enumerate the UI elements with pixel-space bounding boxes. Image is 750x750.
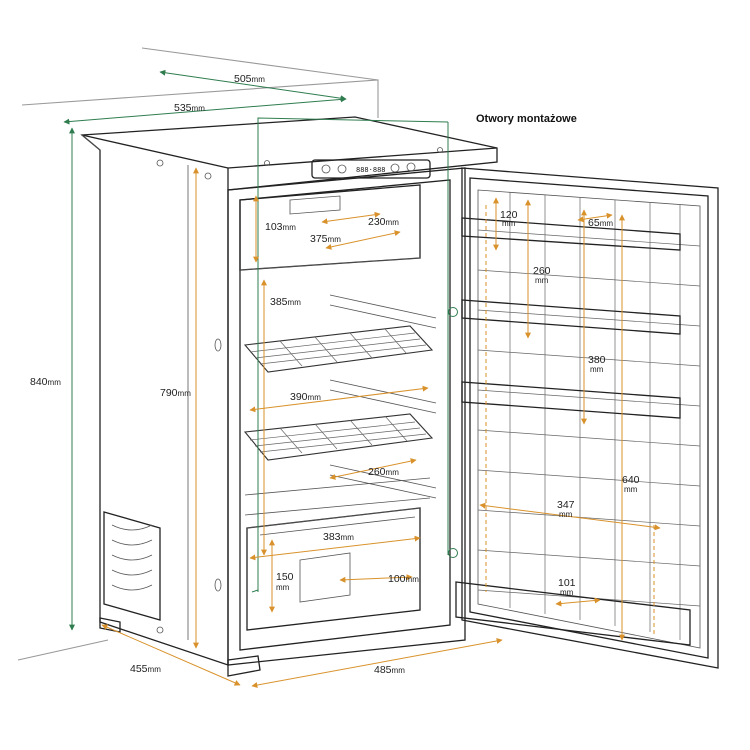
label-535: 535 <box>174 102 192 114</box>
svg-text:640: 640 <box>622 474 640 486</box>
svg-text:103mm: 103mm <box>265 221 296 233</box>
label-390: 390 <box>290 391 308 403</box>
svg-text:mm: mm <box>560 588 574 597</box>
svg-text:mm: mm <box>559 510 573 519</box>
label-383: 383 <box>323 531 341 543</box>
svg-text:455mm: 455mm <box>130 663 161 675</box>
label-385: 385 <box>270 296 288 308</box>
svg-text:260: 260 <box>533 265 551 277</box>
svg-text:380: 380 <box>588 354 606 366</box>
label-103: 103 <box>265 221 283 233</box>
label-260-door: 260 <box>533 265 551 277</box>
label-485: 485 <box>374 664 392 676</box>
label-505: 505 <box>234 73 252 85</box>
mounting-holes-label: Otwory montażowe <box>476 113 577 125</box>
label-260-shelf: 260 <box>368 466 386 478</box>
label-380: 380 <box>588 354 606 366</box>
label-100: 100 <box>388 573 406 585</box>
label-120: 120 <box>500 209 518 221</box>
svg-text:101: 101 <box>558 577 576 589</box>
svg-text:390mm: 390mm <box>290 391 321 403</box>
door <box>461 167 719 669</box>
svg-text:840mm: 840mm <box>30 376 61 388</box>
svg-text:mm: mm <box>502 219 516 228</box>
label-230: 230 <box>368 216 386 228</box>
svg-text:mm: mm <box>590 365 604 374</box>
green-dimension-lines <box>63 69 347 631</box>
svg-text:mm: mm <box>624 485 638 494</box>
orange-dimension-lines <box>101 167 661 688</box>
label-347: 347 <box>557 499 575 511</box>
label-790: 790 <box>160 387 178 399</box>
display-readout: 888·888 <box>356 166 386 174</box>
wire-shelf-lower <box>243 413 434 461</box>
svg-text:260mm: 260mm <box>368 466 399 478</box>
svg-text:347: 347 <box>557 499 575 511</box>
shelf-rails <box>244 294 437 516</box>
label-101: 101 <box>558 577 576 589</box>
svg-text:230mm: 230mm <box>368 216 399 228</box>
svg-text:385mm: 385mm <box>270 296 301 308</box>
label-455: 455 <box>130 663 148 675</box>
svg-text:535mm: 535mm <box>174 102 205 114</box>
freezer-compartment <box>239 184 421 271</box>
svg-text:375mm: 375mm <box>310 233 341 245</box>
label-840: 840 <box>30 376 48 388</box>
svg-text:100mm: 100mm <box>388 573 419 585</box>
door-bins <box>455 217 691 646</box>
svg-text:mm: mm <box>535 276 549 285</box>
crisper-drawer <box>246 507 421 631</box>
label-640: 640 <box>622 474 640 486</box>
fridge-cabinet <box>80 116 498 677</box>
svg-text:65mm: 65mm <box>588 217 613 229</box>
svg-text:383mm: 383mm <box>323 531 354 543</box>
label-150: 150 <box>276 571 294 583</box>
wire-shelf-upper <box>243 325 434 373</box>
label-65: 65 <box>588 217 600 229</box>
svg-text:790mm: 790mm <box>160 387 191 399</box>
svg-text:120: 120 <box>500 209 518 221</box>
dimension-labels: 505mm 535mm 840mm 790mm 455mm 485mm 103m… <box>30 73 640 676</box>
svg-text:485mm: 485mm <box>374 664 405 676</box>
svg-text:mm: mm <box>276 583 290 592</box>
svg-text:505mm: 505mm <box>234 73 265 85</box>
svg-text:150: 150 <box>276 571 294 583</box>
label-375: 375 <box>310 233 328 245</box>
door-panel-grid <box>477 192 701 640</box>
control-panel: 888·888 <box>311 159 431 179</box>
